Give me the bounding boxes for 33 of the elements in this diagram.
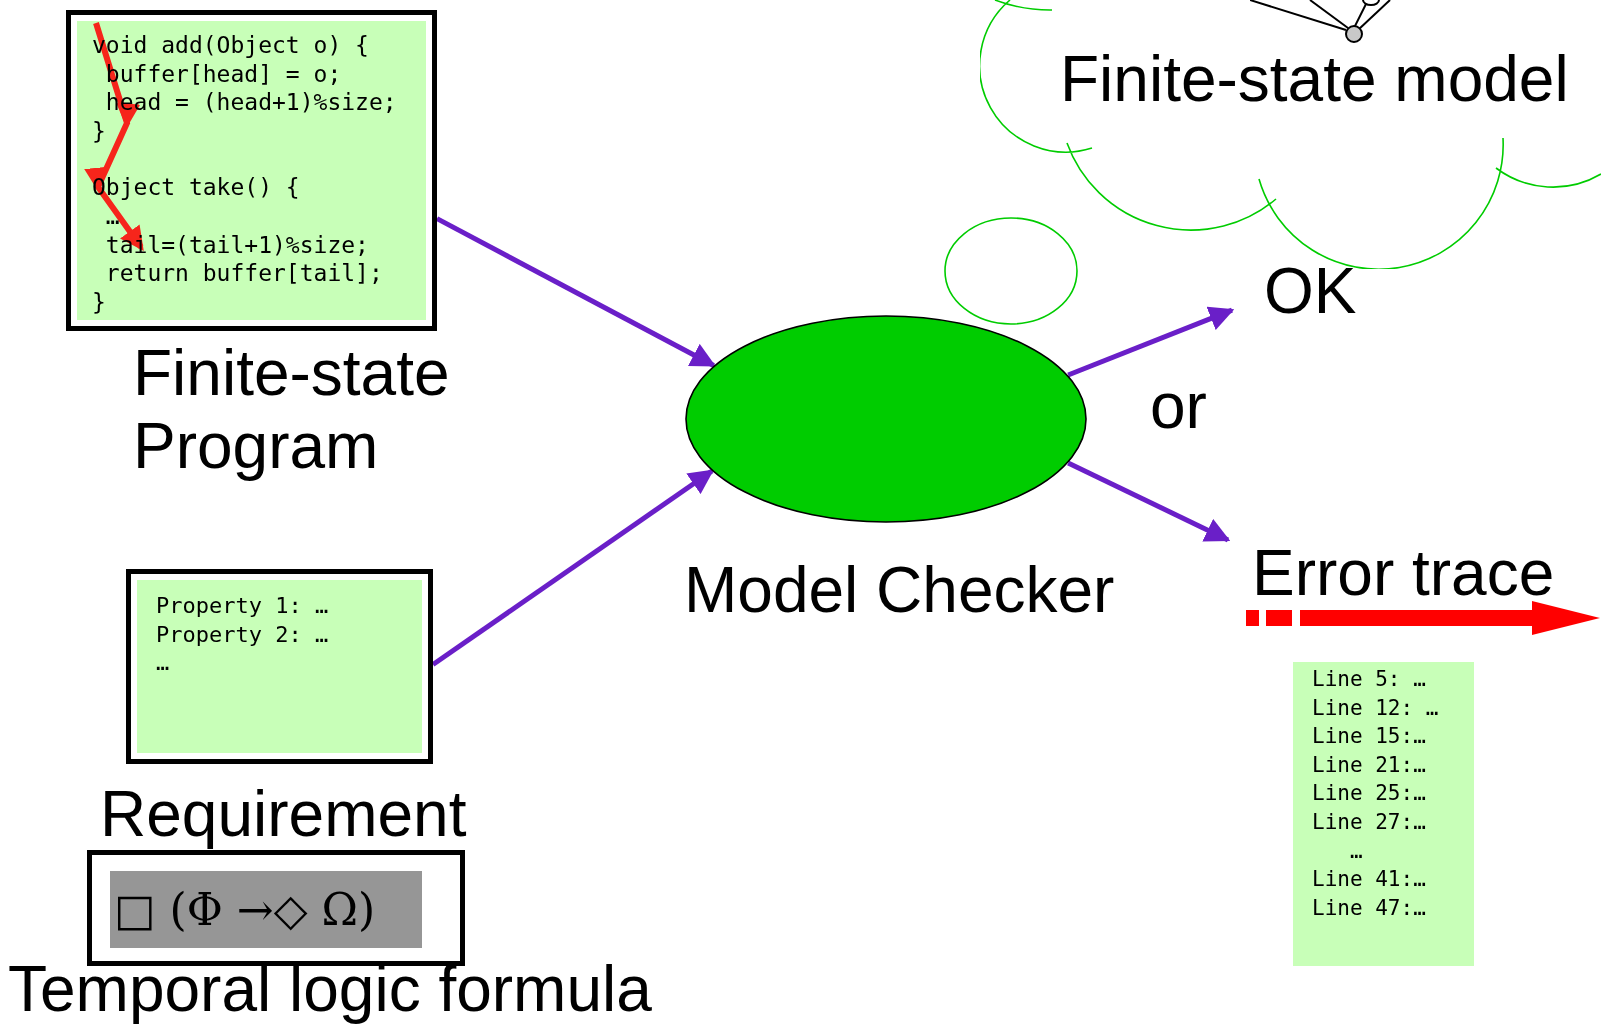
trace-line: Line 12: … (1312, 694, 1439, 722)
trace-line: … (1349, 837, 1363, 865)
trace-line: Line 15:… (1312, 723, 1426, 751)
model-checker-ellipse (685, 315, 1087, 523)
result-label: Error trace (1252, 538, 1555, 609)
code-line: return buffer[tail]; (105, 259, 383, 288)
node-caption: Finite-state Program (133, 337, 451, 483)
cloud-label: Finite-state model (1060, 44, 1569, 115)
code-line: } (92, 287, 106, 317)
trace-line: Line 47:… (1312, 894, 1426, 922)
arrow (435, 216, 716, 368)
requirement-frame (126, 569, 433, 764)
trace-line: Line 5: … (1312, 666, 1426, 693)
connector-label: or (1150, 374, 1207, 438)
result-label: OK (1264, 256, 1357, 327)
trace-line: Line 21:… (1312, 751, 1426, 779)
property-line: … (156, 649, 170, 678)
property-line: Property 2: … (156, 620, 329, 649)
arrow (1067, 306, 1235, 378)
property-line: Property 1: … (156, 592, 329, 620)
arrow (1067, 460, 1231, 543)
trace-line: Line 25:… (1312, 780, 1426, 808)
arrow (431, 468, 714, 667)
logic-formula: □ (Φ →◇ Ω) (113, 883, 376, 937)
trace-line: Line 41:… (1312, 866, 1426, 894)
formula-frame (87, 850, 465, 966)
thought-cloud (980, 0, 1601, 269)
node-caption: Model Checker (684, 558, 1115, 622)
code-line: } (92, 116, 106, 146)
trace-line: Line 27:… (1312, 808, 1426, 836)
thought-bubble (944, 217, 1078, 325)
code-line: … (105, 201, 120, 231)
trace-panel (1293, 662, 1474, 966)
